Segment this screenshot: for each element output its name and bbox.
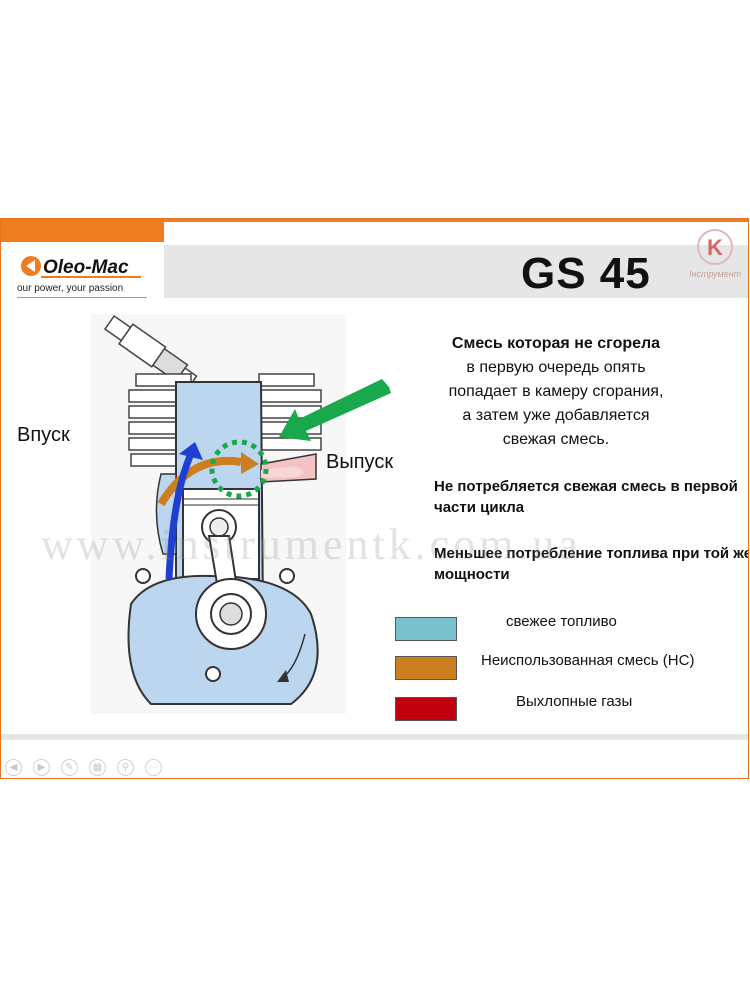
instrument-k-logo: K Інструмент xyxy=(689,229,742,279)
brand-tagline: our power, your passion xyxy=(17,283,124,294)
brand-logo: Oleo-Mac our power, your passion xyxy=(13,245,147,303)
exhaust-label: Выпуск xyxy=(326,451,394,473)
legend-swatch-unused-mixture xyxy=(395,656,457,680)
intake-label: Впуск xyxy=(17,424,70,446)
legend-swatch-exhaust xyxy=(395,697,457,721)
accent-tab xyxy=(1,219,164,242)
note-fresh-mixture: Не потребляется свежая смесь в первой ча… xyxy=(434,478,738,516)
legend-label-unused-mixture: Неиспользованная смесь (НС) xyxy=(481,652,695,669)
engine-diagram xyxy=(91,314,346,714)
description: Смесь которая не сгорела в первую очеред… xyxy=(401,332,711,452)
page-title: GS 45 xyxy=(521,249,651,298)
note-fuel-consumption: Меньшее потребление топлива при той же м… xyxy=(434,545,749,583)
next-icon[interactable]: ▶ xyxy=(33,759,50,776)
legend-label-exhaust: Выхлопные газы xyxy=(516,693,633,710)
more-icon[interactable]: ⋯ xyxy=(145,759,162,776)
description-line: свежая смесь. xyxy=(502,431,610,448)
legend-swatch-fresh-fuel xyxy=(395,617,457,641)
header-band xyxy=(164,245,748,298)
divider xyxy=(17,297,147,298)
watermark: www.instrumentk.com.ua xyxy=(41,520,582,569)
oleo-mac-logo: Oleo-Mac xyxy=(21,256,141,278)
description-line: попадает в камеру сгорания, xyxy=(448,383,664,400)
slides-icon[interactable]: ▦ xyxy=(89,759,106,776)
description-line: в первую очередь опять xyxy=(466,359,646,376)
svg-text:K: K xyxy=(707,235,723,260)
zoom-icon[interactable]: ⚲ xyxy=(117,759,134,776)
accent-line xyxy=(1,219,748,222)
description-heading: Смесь которая не сгорела xyxy=(451,335,661,352)
footer-band xyxy=(1,734,748,740)
green-arrow-icon xyxy=(279,379,391,441)
slide: Oleo-Mac our power, your passion GS 45 K… xyxy=(0,218,749,779)
legend-label-fresh-fuel: свежее топливо xyxy=(506,613,617,630)
svg-text:Oleo-Mac: Oleo-Mac xyxy=(43,257,129,278)
pen-icon[interactable]: ✎ xyxy=(61,759,78,776)
spark-plug xyxy=(103,314,198,387)
description-line: а затем уже добавляется xyxy=(462,407,650,424)
prev-icon[interactable]: ◀ xyxy=(5,759,22,776)
svg-text:Інструмент: Інструмент xyxy=(689,269,742,279)
cylinder-fins xyxy=(128,373,322,467)
